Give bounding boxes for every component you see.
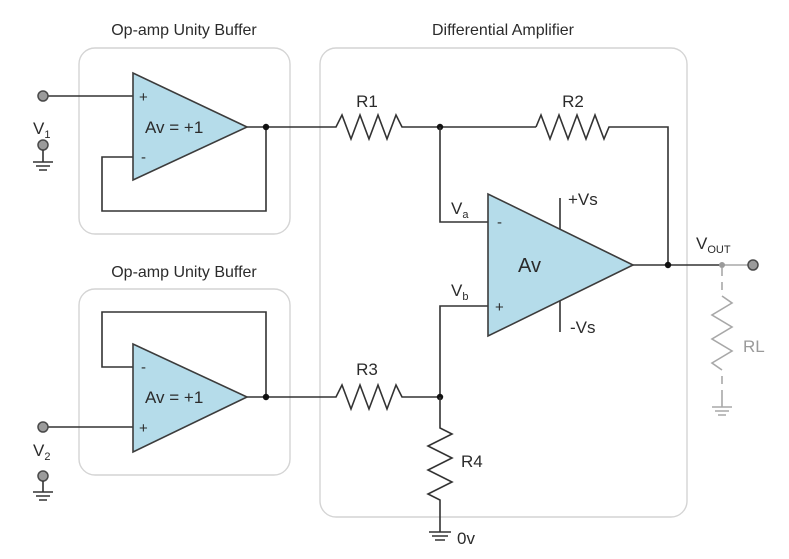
- buffer-top: + - Av = +1: [48, 71, 331, 212]
- r4-resistor: [426, 397, 454, 532]
- v1-ground-icon: [33, 150, 53, 171]
- buffer-bottom: - + Av = +1: [48, 311, 331, 454]
- r1-label: R1: [356, 92, 378, 111]
- buffer-bottom-plus-label: +: [139, 420, 148, 437]
- vout-label: VOUT: [696, 234, 731, 256]
- r3-label: R3: [356, 360, 378, 379]
- load-junction: [719, 262, 725, 268]
- r3-resistor: [331, 382, 440, 412]
- negative-supply-label: -Vs: [570, 318, 596, 337]
- diff-amp-title: Differential Amplifier: [432, 22, 575, 39]
- rl-resistor: [710, 295, 734, 371]
- buffer-top-opamp: [132, 71, 249, 182]
- v2-ground-icon: [33, 481, 53, 501]
- r2-label: R2: [562, 92, 584, 111]
- buffer-top-minus-label: -: [141, 149, 146, 166]
- buffer-bottom-junction: [262, 393, 270, 401]
- buffer-top-plus-label: +: [139, 89, 148, 106]
- vout-terminal[interactable]: [747, 259, 759, 271]
- buffer-bottom-gain-label: Av = +1: [145, 388, 203, 407]
- rl-label: RL: [743, 337, 765, 356]
- load-ground-icon: [712, 406, 732, 416]
- r2-resistor: [535, 112, 669, 265]
- buffer-bottom-minus-label: -: [141, 359, 146, 376]
- main-opamp-plus-label: +: [495, 299, 504, 316]
- v1-ground-terminal[interactable]: [37, 139, 49, 151]
- v2-terminal[interactable]: [37, 421, 49, 433]
- buffer-top-junction: [262, 123, 270, 131]
- output-junction: [664, 261, 672, 269]
- ground-icon: [429, 531, 451, 541]
- v1-terminal[interactable]: [37, 90, 49, 102]
- va-wire: [439, 127, 488, 223]
- buffer-bottom-feedback-wire: [101, 311, 267, 397]
- buffer-bottom-title: Op-amp Unity Buffer: [111, 264, 257, 281]
- main-opamp-minus-label: -: [497, 214, 502, 231]
- positive-supply-label: +Vs: [568, 190, 598, 209]
- v2-ground-terminal[interactable]: [37, 470, 49, 482]
- vb-label: Vb: [451, 281, 468, 303]
- buffer-top-feedback-wire: [101, 127, 267, 212]
- r1-resistor: [331, 112, 536, 142]
- main-opamp-gain-label: Av: [518, 255, 541, 277]
- v2-label: V2: [33, 441, 50, 463]
- buffer-top-gain-label: Av = +1: [145, 118, 203, 137]
- va-label: Va: [451, 199, 469, 221]
- ground-label: 0v: [457, 529, 475, 548]
- main-opamp: [487, 192, 635, 338]
- buffer-bottom-opamp: [132, 342, 249, 454]
- buffer-top-title: Op-amp Unity Buffer: [111, 22, 257, 39]
- buffer-bottom-box: [78, 288, 291, 476]
- vb-wire: [439, 305, 488, 397]
- r4-label: R4: [461, 452, 483, 471]
- buffer-top-box: [78, 47, 291, 235]
- v1-label: V1: [33, 119, 50, 141]
- diff-amp-box: [319, 47, 688, 518]
